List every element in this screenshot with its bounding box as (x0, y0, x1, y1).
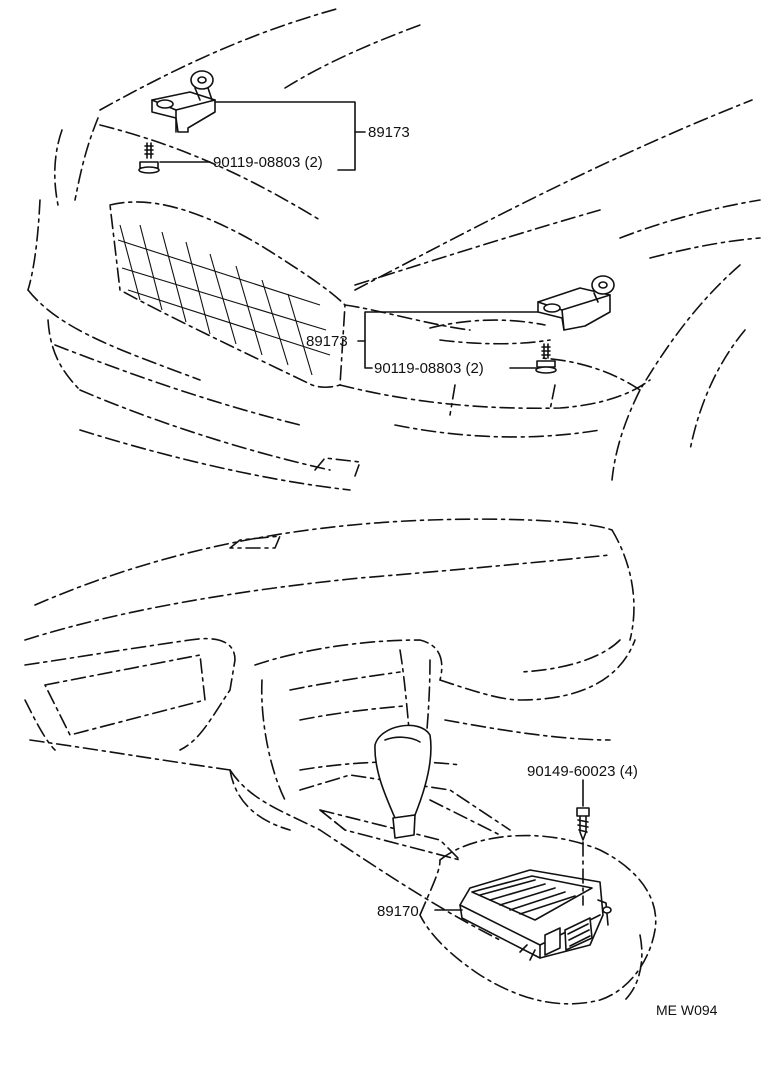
upper-sensor-part-label: 89173 (368, 124, 410, 141)
upper-callout-leaders (159, 101, 366, 171)
vehicle-front-outline (27, 7, 761, 491)
unit-screw-label: 90149-60023 (4) (527, 763, 638, 780)
unit-callout-leaders (434, 779, 584, 911)
upper-front-airbag-sensor (151, 70, 216, 133)
right-front-airbag-sensor (537, 275, 615, 331)
shift-lever (374, 649, 432, 839)
airbag-control-unit (459, 869, 612, 961)
upper-sensor-bolt-label: 90119-08803 (2) (213, 154, 323, 171)
figure-code: ME W094 (656, 1002, 718, 1018)
control-unit-part-label: 89170 (377, 903, 419, 920)
right-sensor-bolt-label: 90119-08803 (2) (374, 360, 484, 377)
unit-screw-icon (576, 807, 590, 906)
right-sensor-bolt-icon (535, 343, 557, 374)
right-sensor-part-label: 89173 (306, 333, 348, 350)
right-callout-leaders (357, 311, 539, 369)
upper-sensor-bolt-icon (138, 142, 160, 174)
vehicle-interior-outline (24, 518, 657, 1005)
